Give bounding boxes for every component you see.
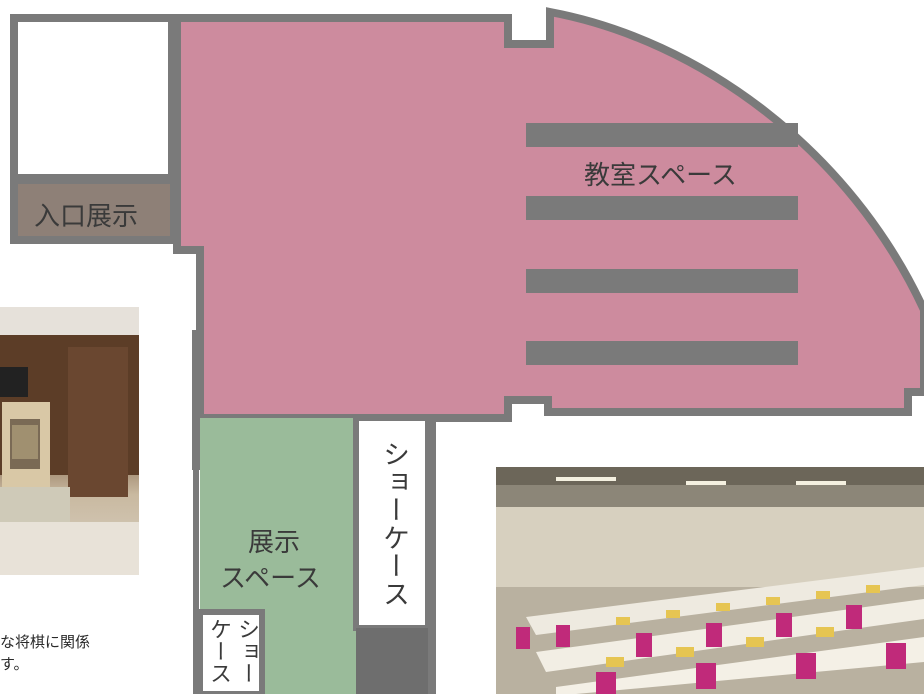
entrance-display-label: 入口展示 (34, 202, 139, 232)
classroom-photo (496, 467, 924, 694)
desk-row-3 (526, 269, 798, 293)
desk-row-4 (526, 341, 798, 365)
showcase-small-label-col1: ケース (206, 618, 231, 684)
caption-line1: な将棋に関係 (0, 633, 91, 651)
display-space-label-line1: 展示 (248, 528, 301, 558)
desk-row-1 (526, 123, 798, 147)
classroom-photo-illustration (496, 467, 924, 694)
display-space-label-line2: スペース (220, 564, 321, 594)
showcase-small-area (197, 609, 265, 694)
entrance-photo-illustration (0, 307, 139, 575)
showcase-large-label: ショーケース (378, 440, 409, 608)
showcase-small-label-col2: ショー (234, 618, 259, 684)
entrance-display-photo (0, 307, 139, 575)
caption-line2: す。 (0, 655, 29, 673)
showcase-base-block (356, 628, 428, 694)
entrance-display-area (10, 176, 178, 244)
storage-room (10, 14, 176, 182)
desk-row-2 (526, 196, 798, 220)
classroom-space-label: 教室スペース (584, 161, 737, 191)
